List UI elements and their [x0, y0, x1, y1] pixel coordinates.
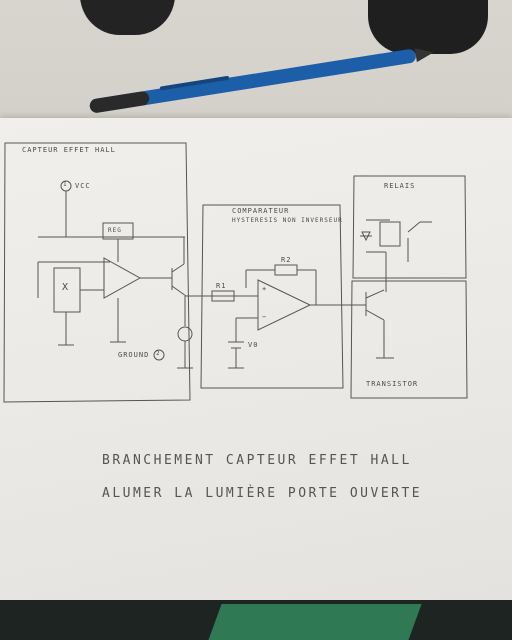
- pen-body: [89, 49, 416, 113]
- ground-label: GROUND: [118, 351, 150, 359]
- reg-label: REG: [108, 227, 122, 234]
- caption-line-2: ALUMER LA LUMIÈRE PORTE OUVERTE: [102, 486, 423, 501]
- comparator-title-1: COMPARATEUR: [232, 207, 290, 215]
- relay-coil: [379, 221, 401, 247]
- comp-opamp: [257, 279, 312, 331]
- paper-sheet: [0, 118, 512, 606]
- vcc-label: VCC: [75, 182, 91, 190]
- relay-diode: [360, 231, 372, 242]
- current-source: [177, 326, 193, 342]
- transistor-box: [350, 280, 468, 399]
- pen-clip: [159, 75, 230, 91]
- relay-box: [352, 175, 467, 279]
- r1-resistor: [211, 290, 235, 302]
- transistor-collector: [365, 289, 385, 299]
- caption-line-1: BRANCHEMENT CAPTEUR EFFET HALL: [102, 453, 412, 468]
- comparator-box: [200, 204, 344, 389]
- relay-title: RELAIS: [384, 182, 416, 190]
- hall-transistor-e: [171, 285, 187, 297]
- hall-opamp: [103, 257, 142, 299]
- comparator-title-2: HYSTERESIS NON INVERSEUR: [232, 217, 343, 224]
- pen-grip: [89, 91, 150, 113]
- r1-label: R1: [216, 282, 227, 290]
- v0-label: V0: [248, 341, 259, 349]
- hall-sensor-box: [3, 142, 191, 403]
- transistor-title: TRANSISTOR: [366, 380, 419, 388]
- transistor-emitter: [365, 309, 385, 321]
- plus-sign: +: [262, 285, 268, 293]
- ground-terminal: [153, 349, 165, 361]
- ground-number: 2: [156, 350, 160, 357]
- minus-sign: −: [262, 313, 268, 321]
- r2-label: R2: [281, 256, 292, 264]
- relay-switch: [407, 221, 421, 233]
- black-mug: [368, 0, 488, 54]
- hall-transistor-c: [171, 263, 185, 273]
- pen-tip: [414, 48, 434, 63]
- hall-sensor-title: CAPTEUR EFFET HALL: [22, 146, 116, 154]
- vcc-number: 1: [63, 181, 67, 188]
- x-label: X: [62, 282, 69, 293]
- r2-resistor: [274, 264, 298, 276]
